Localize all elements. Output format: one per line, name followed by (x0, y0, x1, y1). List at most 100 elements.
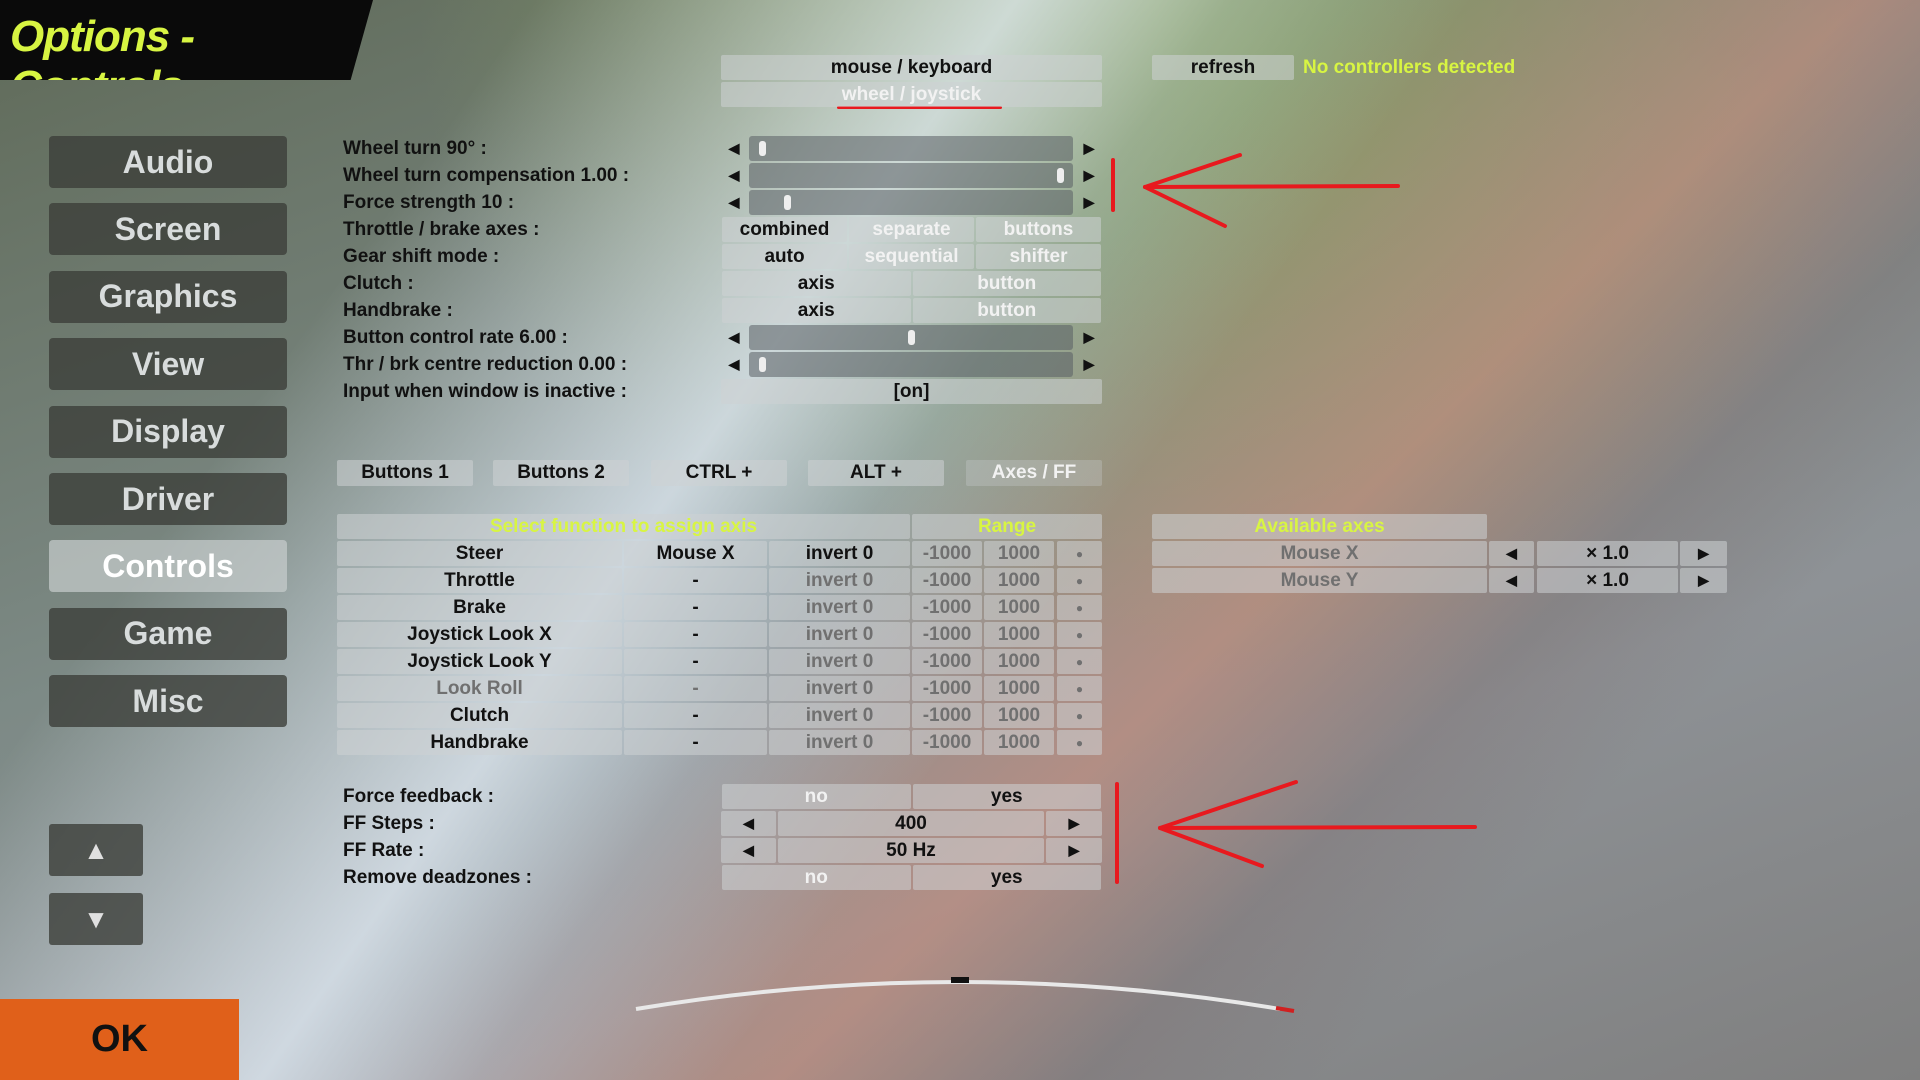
tab-buttons-1[interactable]: Buttons 1 (337, 460, 473, 486)
option-yes[interactable]: yes (912, 784, 1101, 809)
stepper-right-arrow-icon[interactable]: ▶ (1046, 838, 1102, 863)
sidebar-item-graphics[interactable]: Graphics (49, 270, 287, 323)
refresh-button[interactable]: refresh (1152, 55, 1294, 80)
sidebar-item-screen[interactable]: Screen (49, 203, 287, 256)
slider-right-arrow-icon[interactable]: ▶ (1083, 356, 1095, 372)
slider-left-arrow-icon[interactable]: ◀ (728, 194, 740, 210)
assigned-axis[interactable]: - (624, 622, 767, 647)
mode-mouse-keyboard-button[interactable]: mouse / keyboard (721, 55, 1102, 80)
slider-track[interactable] (749, 136, 1073, 161)
range-min[interactable]: -1000 (912, 595, 982, 620)
invert-toggle[interactable]: invert 0 (769, 622, 910, 647)
slider-thumb[interactable] (784, 195, 791, 210)
slider-track[interactable] (749, 352, 1073, 377)
option-buttons[interactable]: buttons (976, 217, 1101, 242)
slider-track[interactable] (749, 190, 1073, 215)
scale-increase-icon[interactable]: ▶ (1680, 541, 1727, 566)
sidebar-item-game[interactable]: Game (49, 607, 287, 660)
invert-toggle[interactable]: invert 0 (769, 730, 910, 755)
assigned-axis[interactable]: - (624, 568, 767, 593)
slider-track[interactable] (749, 325, 1073, 350)
axis-function-name[interactable]: Handbrake (337, 730, 622, 755)
slider-left-arrow-icon[interactable]: ◀ (728, 140, 740, 156)
option-sequential[interactable]: sequential (849, 244, 974, 269)
scale-decrease-icon[interactable]: ◀ (1489, 568, 1534, 593)
invert-toggle[interactable]: invert 0 (769, 541, 910, 566)
range-min[interactable]: -1000 (912, 676, 982, 701)
option-axis[interactable]: axis (722, 298, 911, 323)
range-max[interactable]: 1000 (984, 649, 1054, 674)
slider-thumb[interactable] (1056, 168, 1064, 183)
scroll-down-button[interactable]: ▼ (49, 893, 143, 945)
scale-decrease-icon[interactable]: ◀ (1489, 541, 1534, 566)
option-separate[interactable]: separate (849, 217, 974, 242)
range-dot-icon[interactable]: ● (1057, 595, 1102, 620)
range-max[interactable]: 1000 (984, 730, 1054, 755)
slider-left-arrow-icon[interactable]: ◀ (728, 167, 740, 183)
axis-function-name[interactable]: Clutch (337, 703, 622, 728)
range-max[interactable]: 1000 (984, 622, 1054, 647)
axis-function-name[interactable]: Joystick Look X (337, 622, 622, 647)
tab-axes-ff[interactable]: Axes / FF (966, 460, 1102, 486)
range-max[interactable]: 1000 (984, 568, 1054, 593)
slider-thumb[interactable] (908, 330, 915, 345)
axis-function-name[interactable]: Throttle (337, 568, 622, 593)
mode-wheel-joystick-button[interactable]: wheel / joystick (721, 82, 1102, 107)
ok-button[interactable]: OK (0, 999, 239, 1080)
range-max[interactable]: 1000 (984, 541, 1054, 566)
range-min[interactable]: -1000 (912, 730, 982, 755)
range-max[interactable]: 1000 (984, 676, 1054, 701)
range-dot-icon[interactable]: ● (1057, 622, 1102, 647)
slider-left-arrow-icon[interactable]: ◀ (728, 329, 740, 345)
range-min[interactable]: -1000 (912, 649, 982, 674)
slider-track[interactable] (749, 163, 1073, 188)
range-dot-icon[interactable]: ● (1057, 703, 1102, 728)
range-max[interactable]: 1000 (984, 703, 1054, 728)
range-min[interactable]: -1000 (912, 568, 982, 593)
stepper-left-arrow-icon[interactable]: ◀ (721, 838, 776, 863)
axis-function-name[interactable]: Brake (337, 595, 622, 620)
option-axis[interactable]: axis (722, 271, 911, 296)
slider-left-arrow-icon[interactable]: ◀ (728, 356, 740, 372)
assigned-axis[interactable]: - (624, 649, 767, 674)
option-auto[interactable]: auto (722, 244, 847, 269)
slider-right-arrow-icon[interactable]: ▶ (1083, 329, 1095, 345)
sidebar-item-misc[interactable]: Misc (49, 675, 287, 728)
range-dot-icon[interactable]: ● (1057, 730, 1102, 755)
stepper-right-arrow-icon[interactable]: ▶ (1046, 811, 1102, 836)
assigned-axis[interactable]: - (624, 730, 767, 755)
assigned-axis[interactable]: - (624, 676, 767, 701)
range-dot-icon[interactable]: ● (1057, 649, 1102, 674)
stepper-left-arrow-icon[interactable]: ◀ (721, 811, 776, 836)
option-yes[interactable]: yes (912, 865, 1101, 890)
range-min[interactable]: -1000 (912, 703, 982, 728)
scroll-up-button[interactable]: ▲ (49, 824, 143, 876)
assigned-axis[interactable]: - (624, 703, 767, 728)
sidebar-item-display[interactable]: Display (49, 405, 287, 458)
sidebar-item-audio[interactable]: Audio (49, 136, 287, 188)
axis-function-name[interactable]: Look Roll (337, 676, 622, 701)
invert-toggle[interactable]: invert 0 (769, 649, 910, 674)
tab-ctrl-[interactable]: CTRL + (651, 460, 787, 486)
range-dot-icon[interactable]: ● (1057, 541, 1102, 566)
slider-right-arrow-icon[interactable]: ▶ (1083, 167, 1095, 183)
axis-function-name[interactable]: Joystick Look Y (337, 649, 622, 674)
option-shifter[interactable]: shifter (976, 244, 1101, 269)
range-max[interactable]: 1000 (984, 595, 1054, 620)
option-combined[interactable]: combined (722, 217, 847, 242)
available-axis-name[interactable]: Mouse X (1152, 541, 1487, 566)
axis-function-name[interactable]: Steer (337, 541, 622, 566)
slider-thumb[interactable] (759, 141, 767, 156)
range-dot-icon[interactable]: ● (1057, 676, 1102, 701)
option-no[interactable]: no (722, 784, 911, 809)
tab-buttons-2[interactable]: Buttons 2 (493, 460, 629, 486)
assigned-axis[interactable]: Mouse X (624, 541, 767, 566)
slider-thumb[interactable] (759, 357, 767, 372)
setting-value[interactable]: [on] (721, 379, 1102, 404)
assigned-axis[interactable]: - (624, 595, 767, 620)
option-button[interactable]: button (912, 271, 1101, 296)
range-min[interactable]: -1000 (912, 541, 982, 566)
invert-toggle[interactable]: invert 0 (769, 595, 910, 620)
option-button[interactable]: button (912, 298, 1101, 323)
available-axis-name[interactable]: Mouse Y (1152, 568, 1487, 593)
